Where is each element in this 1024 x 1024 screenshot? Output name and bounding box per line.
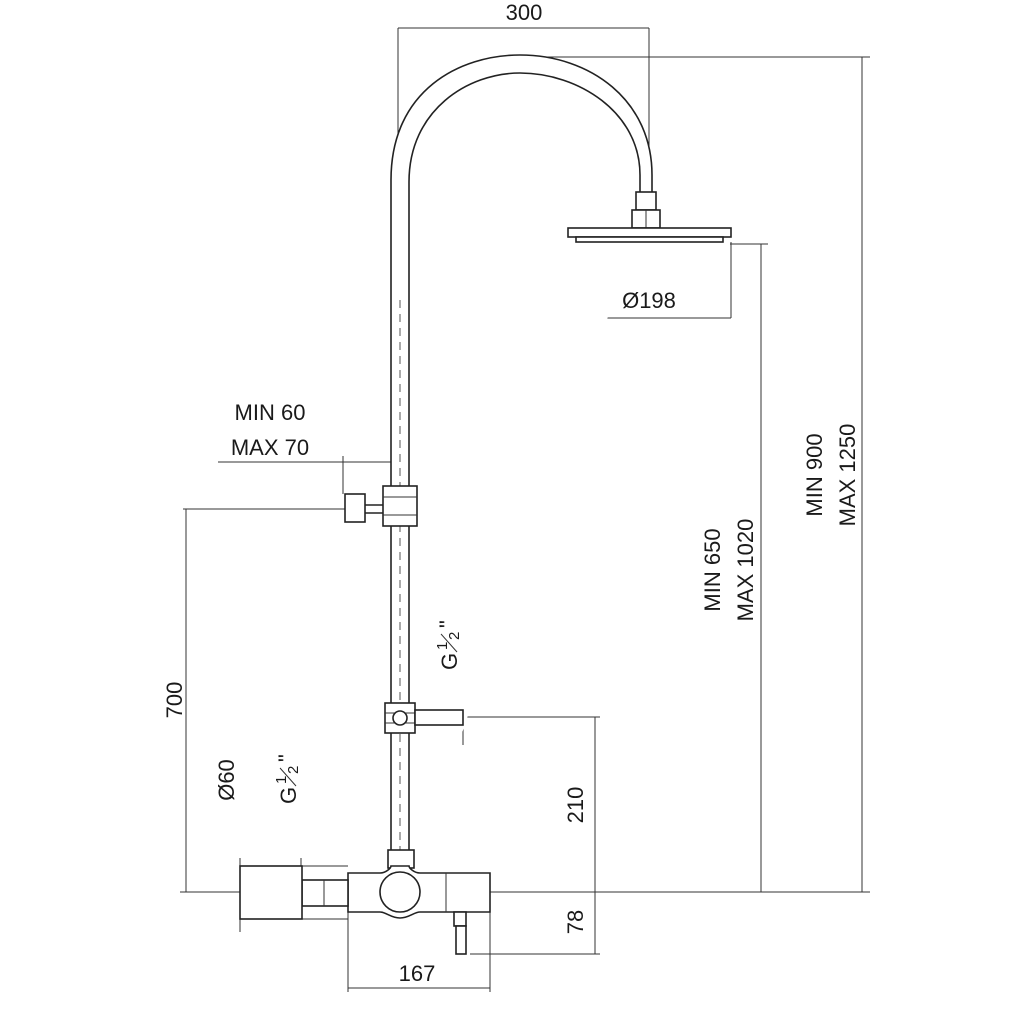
dim-rod-min: MIN 650 xyxy=(700,528,725,611)
connection-upper-quote: " xyxy=(435,620,460,628)
connection-lower-frac-num: 1 xyxy=(273,776,290,784)
dim-bracket-max: MAX 70 xyxy=(231,435,309,460)
dim-rod-max: MAX 1020 xyxy=(733,519,758,622)
connection-upper-frac-den: 2 xyxy=(446,632,463,640)
dim-total-max: MAX 1250 xyxy=(835,424,860,527)
connection-lower-quote: " xyxy=(274,754,299,762)
dim-outlet-height: 210 xyxy=(563,787,588,824)
connection-lower-g: G xyxy=(276,787,301,804)
connection-lower-frac-den: 2 xyxy=(285,766,302,774)
dim-rosette-diameter: Ø60 xyxy=(214,759,239,801)
connection-upper-frac-num: 1 xyxy=(434,642,451,650)
dim-arm-reach: 300 xyxy=(506,0,543,25)
dim-bracket-height: 700 xyxy=(162,682,187,719)
connection-upper-g: G xyxy=(437,653,462,670)
dim-total-min: MIN 900 xyxy=(802,433,827,516)
dim-mixer-width: 167 xyxy=(399,961,436,986)
dimension-labels: 300 Ø198 MIN 60 MAX 70 700 MIN 650 MAX 1… xyxy=(162,0,860,986)
dim-mixer-depth: 78 xyxy=(563,910,588,934)
dim-head-diameter: Ø198 xyxy=(622,288,676,313)
dim-bracket-min: MIN 60 xyxy=(235,400,306,425)
shower-column xyxy=(239,54,732,955)
dim-connection-lower: G 1 2 " xyxy=(273,754,302,804)
dim-connection-upper: G 1 2 " xyxy=(434,620,463,670)
